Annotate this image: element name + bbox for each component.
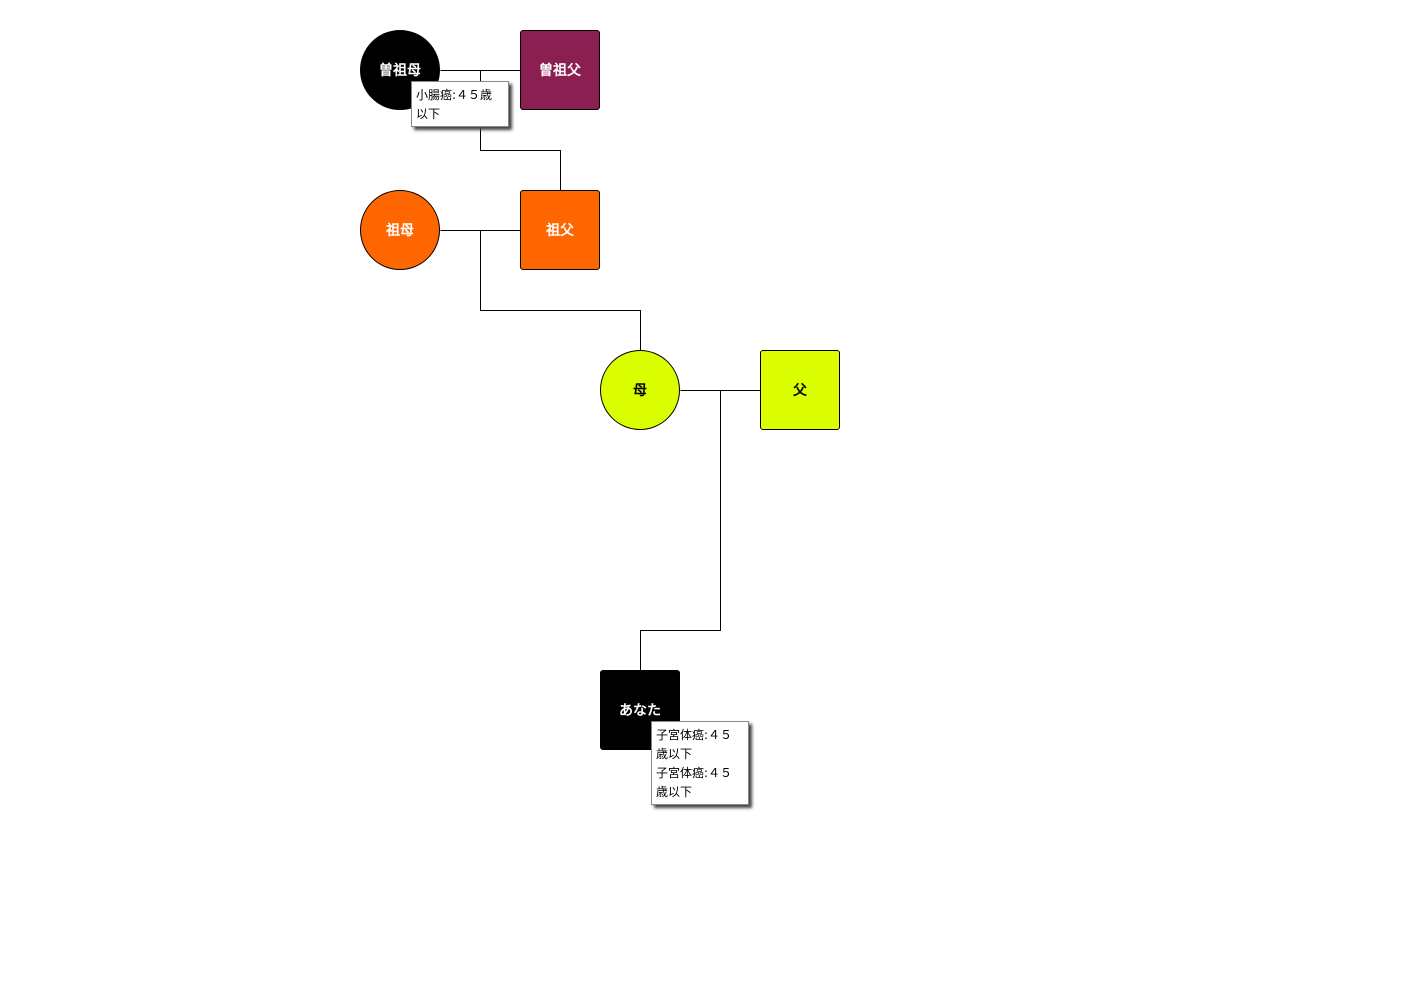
grandmother-label: 祖母: [386, 223, 414, 239]
grandfather-label: 祖父: [546, 223, 574, 239]
mother-node[interactable]: 母: [600, 350, 680, 430]
mother-label: 母: [633, 383, 647, 399]
great-grandmother-label: 曽祖母: [379, 63, 421, 79]
disease-note-line: 子宮体癌:４５歳以下: [656, 728, 733, 761]
grandfather-node[interactable]: 祖父: [520, 190, 600, 270]
disease-note-line: 小腸癌:４５歳以下: [416, 88, 493, 121]
you-disease-note: 子宮体癌:４５歳以下 子宮体癌:４５歳以下: [651, 721, 749, 805]
you-label: あなた: [619, 703, 661, 719]
great-grandfather-label: 曽祖父: [539, 63, 581, 79]
grandmother-node[interactable]: 祖母: [360, 190, 440, 270]
great-grandmother-disease-note: 小腸癌:４５歳以下: [411, 81, 509, 127]
father-node[interactable]: 父: [760, 350, 840, 430]
great-grandfather-node[interactable]: 曽祖父: [520, 30, 600, 110]
descent-line-parents-to-you: [640, 390, 721, 671]
descent-line-grandparents-to-mother: [480, 230, 641, 351]
father-label: 父: [793, 383, 807, 399]
disease-note-line: 子宮体癌:４５歳以下: [656, 766, 733, 799]
